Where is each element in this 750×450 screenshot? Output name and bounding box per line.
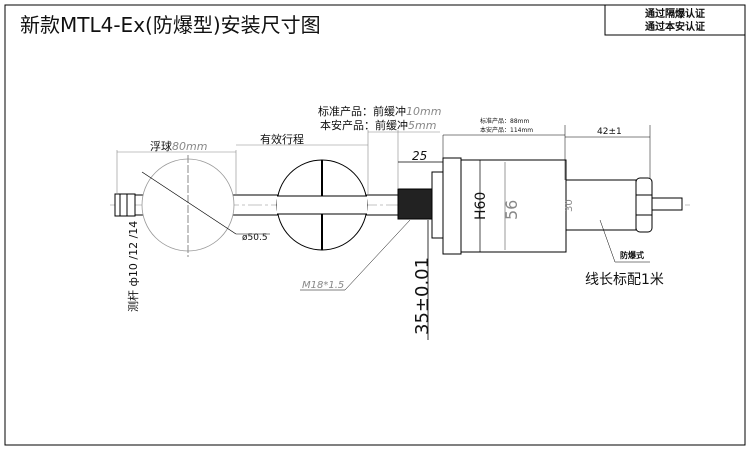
thread-length: 25 <box>412 149 427 163</box>
tail <box>565 179 637 231</box>
ball-dia: ø50.5 <box>242 233 268 243</box>
page-title: 新款MTL4-Ex(防爆型)安装尺寸图 <box>20 13 321 37</box>
flange <box>442 157 462 255</box>
tail-dia: 30 <box>564 199 575 212</box>
float-ball-label: 浮球80mm <box>150 139 207 153</box>
thread <box>397 188 433 220</box>
hex-dim: H60 <box>473 192 489 220</box>
cert-1: 通过隔爆认证 <box>645 7 705 20</box>
offset-dim: 35±0.01 <box>412 257 433 335</box>
tail-length: 42±1 <box>597 127 622 137</box>
length-standard: 标准产品：88mm <box>480 117 529 125</box>
rod-tip <box>114 193 136 217</box>
rod-dia: 测杆 ф10 /12 /14 <box>126 221 140 312</box>
cable-length-label: 线长标配1米 <box>585 272 664 288</box>
ball-dia-leader <box>141 171 237 235</box>
cert-2: 通过本安认证 <box>645 20 705 33</box>
length-ia: 本安产品：114mm <box>480 126 533 134</box>
buffer-ia: 本安产品：前缓冲5mm <box>320 118 436 132</box>
cert-box <box>604 4 746 36</box>
cable <box>651 197 683 211</box>
stroke-label: 有效行程 <box>260 132 304 146</box>
explosion-proof-label: 防爆式 <box>620 250 644 260</box>
frame <box>4 4 746 446</box>
body-dia: 56 <box>502 200 521 220</box>
buffer-standard: 标准产品：前缓冲10mm <box>318 104 441 118</box>
thread-spec: M18*1.5 <box>302 280 344 291</box>
nut <box>635 177 653 233</box>
